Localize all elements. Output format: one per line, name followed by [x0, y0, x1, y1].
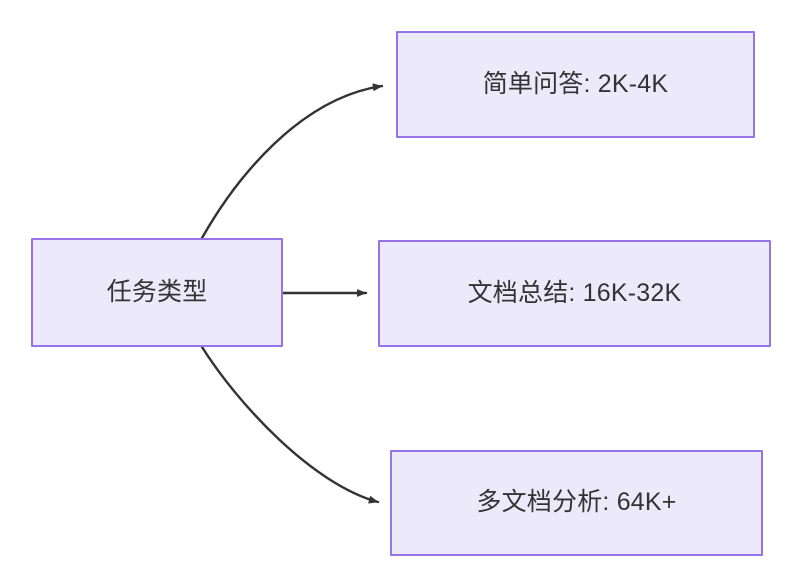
edge-root-to-multi-doc	[200, 345, 380, 504]
node-simple-qa[interactable]: 简单问答: 2K-4K	[396, 31, 755, 138]
node-simple-qa-label: 简单问答: 2K-4K	[482, 69, 669, 98]
node-task-type-label: 任务类型	[106, 277, 208, 306]
node-multi-document-analysis[interactable]: 多文档分析: 64K+	[390, 450, 763, 556]
node-document-summary-label: 文档总结: 16K-32K	[467, 278, 682, 307]
node-multi-document-analysis-label: 多文档分析: 64K+	[476, 488, 677, 517]
edge-root-to-simple-qa	[200, 83, 384, 240]
node-document-summary[interactable]: 文档总结: 16K-32K	[378, 240, 771, 347]
node-task-type[interactable]: 任务类型	[31, 238, 283, 347]
